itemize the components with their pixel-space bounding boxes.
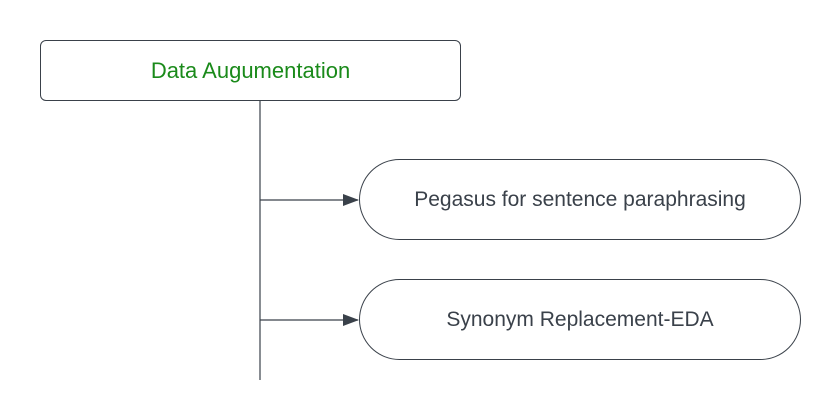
root-node: Data Augumentation (40, 40, 461, 101)
child-node-label: Pegasus for sentence paraphrasing (414, 187, 746, 211)
child-node-label: Synonym Replacement-EDA (446, 307, 714, 331)
child-node-pegasus: Pegasus for sentence paraphrasing (359, 159, 801, 240)
child-node-synonym-replacement: Synonym Replacement-EDA (359, 279, 801, 360)
root-node-label: Data Augumentation (150, 57, 351, 83)
